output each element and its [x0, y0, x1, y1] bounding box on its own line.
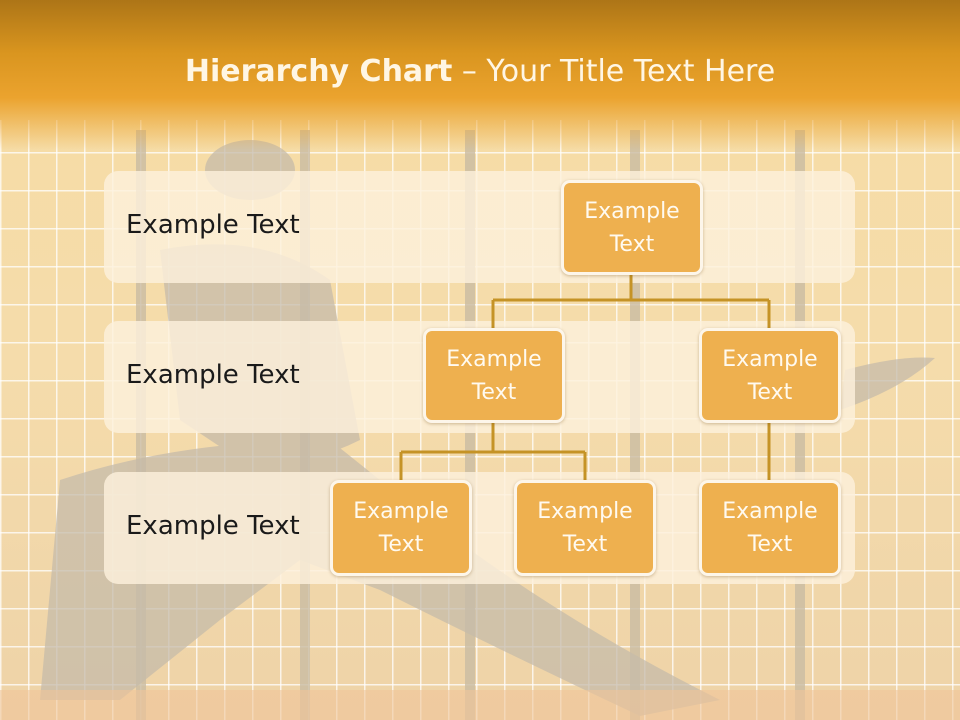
- row-label-1: Example Text: [126, 210, 300, 240]
- title-band: [0, 0, 960, 150]
- row-label-2: Example Text: [126, 360, 300, 390]
- title-bold: Hierarchy Chart: [184, 54, 453, 89]
- title-dash: –: [452, 54, 487, 89]
- node-level3-left[interactable]: Example Text: [330, 480, 472, 576]
- node-level2-left[interactable]: Example Text: [423, 328, 565, 423]
- node-level2-right[interactable]: Example Text: [699, 328, 841, 423]
- node-level2-left-text: Example Text: [446, 346, 542, 405]
- node-level3-middle[interactable]: Example Text: [514, 480, 656, 576]
- row-label-3: Example Text: [126, 511, 300, 541]
- node-level3-right[interactable]: Example Text: [699, 480, 841, 576]
- slide-title: Hierarchy Chart – Your Title Text Here: [0, 54, 960, 89]
- node-level3-left-text: Example Text: [353, 499, 449, 557]
- node-root[interactable]: Example Text: [561, 180, 703, 275]
- node-root-text: Example Text: [584, 198, 680, 257]
- node-level2-right-text: Example Text: [722, 346, 818, 405]
- node-level3-right-text: Example Text: [722, 499, 818, 557]
- title-rest: Your Title Text Here: [486, 54, 776, 89]
- row-band-1: [104, 171, 855, 283]
- node-level3-middle-text: Example Text: [537, 499, 633, 557]
